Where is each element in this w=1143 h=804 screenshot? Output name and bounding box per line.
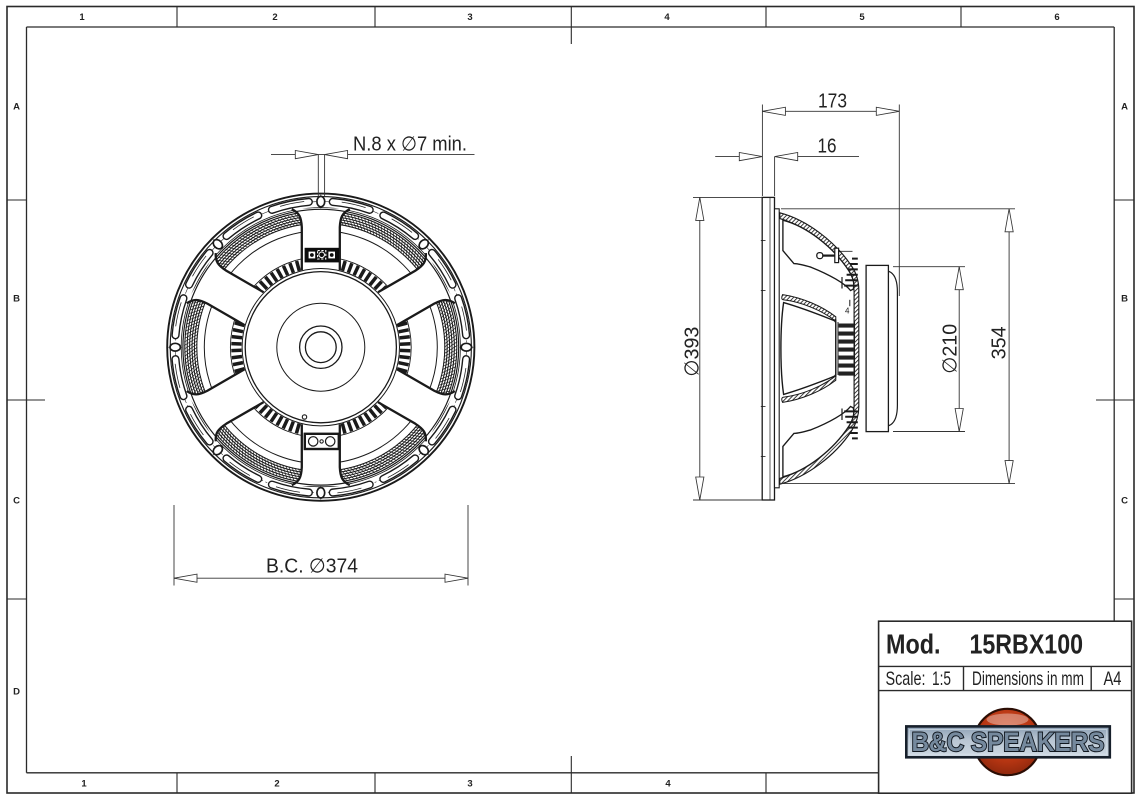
svg-text:3: 3 [467,779,472,790]
svg-text:B&C SPEAKERS: B&C SPEAKERS [912,727,1105,757]
svg-text:Scale:: Scale: [886,668,926,690]
svg-text:5: 5 [859,12,865,23]
svg-text:16: 16 [818,136,837,158]
svg-text:1: 1 [81,779,87,790]
svg-text:6: 6 [1054,12,1059,23]
svg-text:∅393: ∅393 [682,327,704,377]
svg-text:4: 4 [665,779,671,790]
svg-text:A: A [1121,102,1128,113]
svg-text:1:5: 1:5 [932,668,951,690]
svg-text:C: C [13,496,20,507]
svg-text:173: 173 [818,91,847,113]
svg-text:2: 2 [274,779,279,790]
svg-text:A4: A4 [1104,668,1122,690]
svg-text:354: 354 [989,326,1011,359]
svg-text:B: B [13,294,20,305]
svg-text:4: 4 [664,12,670,23]
svg-text:B.C. ∅374: B.C. ∅374 [266,556,358,578]
svg-text:N.8 x ∅7 min.: N.8 x ∅7 min. [353,134,467,156]
svg-text:15RBX100: 15RBX100 [970,629,1084,660]
svg-text:Dimensions in mm: Dimensions in mm [972,668,1084,690]
svg-text:4: 4 [845,307,850,316]
svg-text:2: 2 [272,12,277,23]
svg-text:3: 3 [467,12,472,23]
svg-text:D: D [13,687,20,698]
svg-text:Mod.: Mod. [886,629,941,660]
svg-text:B: B [1121,294,1128,305]
svg-text:1: 1 [79,12,85,23]
svg-text:A: A [13,102,20,113]
svg-text:∅210: ∅210 [939,324,961,374]
svg-text:C: C [1121,496,1128,507]
